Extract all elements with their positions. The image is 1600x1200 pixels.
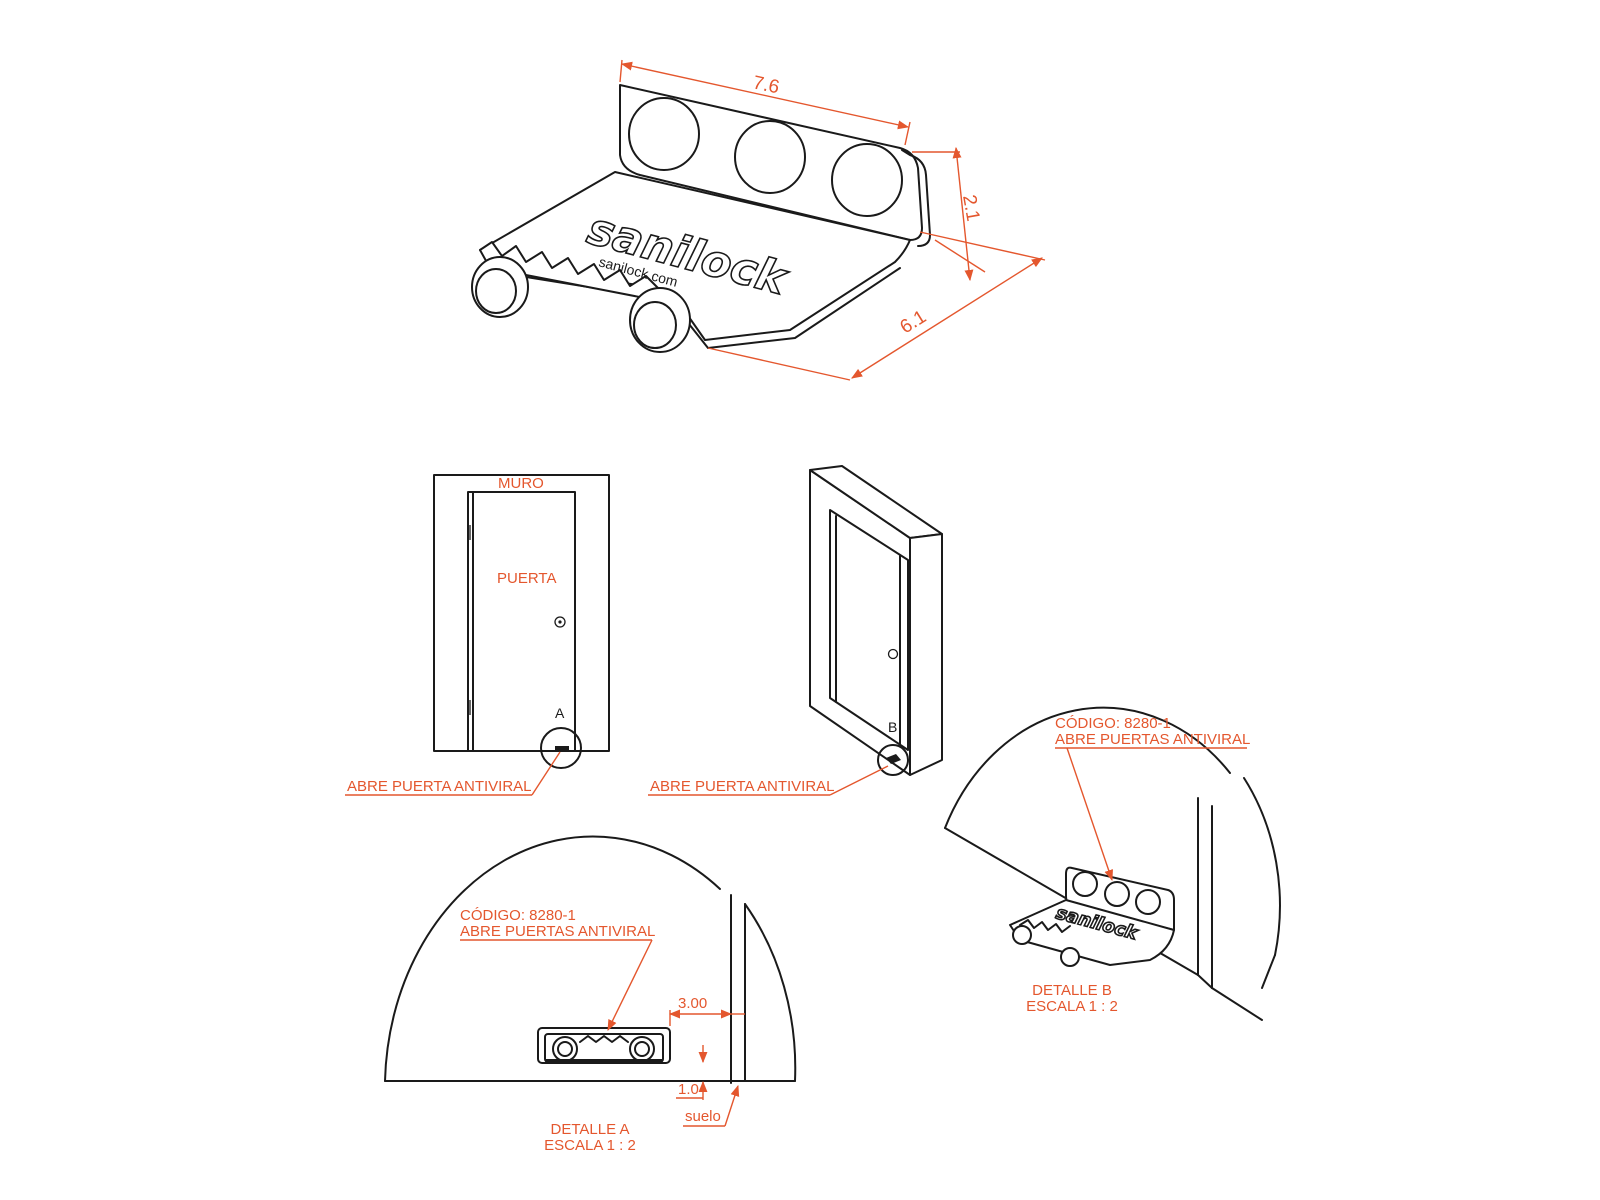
dimension-depth: 6.1 — [897, 306, 931, 338]
detail-a: CÓDIGO: 8280-1 ABRE PUERTAS ANTIVIRAL 3.… — [384, 835, 797, 1154]
product-pad-2 — [734, 120, 806, 194]
product-pad-1 — [628, 97, 700, 171]
dimension-line-length — [620, 61, 910, 130]
detail-a-gap-dimension: 3.00 — [678, 995, 707, 1012]
iso-view-callout: ABRE PUERTA ANTIVIRAL — [650, 778, 835, 795]
detail-a-product — [537, 1027, 671, 1064]
wall-frame — [433, 474, 610, 752]
detail-a-marker: A — [555, 705, 565, 721]
wall-label: MURO — [498, 475, 544, 492]
detail-b-circle — [877, 744, 909, 776]
door-handle-icon — [554, 616, 566, 628]
detail-a-floor-dimension: 1.0 — [678, 1081, 699, 1098]
detail-b-scale: ESCALA 1 : 2 — [1026, 998, 1118, 1015]
product-wheel-left — [475, 268, 517, 314]
detail-a-title: DETALLE A — [551, 1121, 630, 1138]
detail-b-title: DETALLE B — [1032, 982, 1112, 999]
door-front-view: MURO PUERTA A ABRE PUERTA ANTIVIRAL — [345, 474, 610, 796]
detail-b-product: sanilock — [1009, 866, 1175, 967]
detail-a-scale: ESCALA 1 : 2 — [544, 1137, 636, 1154]
door-panel-iso — [829, 509, 909, 751]
door-handle-iso-icon — [887, 648, 899, 660]
product-wheel-right — [633, 301, 677, 349]
detail-b: sanilock CÓDIGO: 8280-1 ABRE PUERTAS ANT… — [944, 706, 1281, 1021]
detail-a-code: CÓDIGO: 8280-1 — [460, 907, 576, 924]
detail-b-marker: B — [888, 719, 897, 735]
front-view-callout: ABRE PUERTA ANTIVIRAL — [347, 778, 532, 795]
door-label: PUERTA — [497, 570, 556, 587]
wall-block-side — [909, 533, 943, 776]
door-panel — [467, 491, 576, 752]
detail-b-outline — [944, 706, 1231, 829]
detail-a-floor-label: suelo — [685, 1108, 721, 1125]
detail-a-circle — [540, 727, 582, 769]
detail-b-code: CÓDIGO: 8280-1 — [1055, 715, 1171, 732]
detail-a-name: ABRE PUERTAS ANTIVIRAL — [460, 923, 655, 940]
dimension-height: 2.1 — [958, 193, 983, 223]
door-isometric-view: B ABRE PUERTA ANTIVIRAL — [648, 465, 943, 796]
dimension-line-depth — [851, 257, 1043, 379]
detail-b-name: ABRE PUERTAS ANTIVIRAL — [1055, 731, 1250, 748]
product-isometric-view: sanilock sanilock.com 7.6 2.1 6.1 — [471, 59, 1046, 381]
detail-a-outline — [384, 835, 797, 1082]
product-pad-3 — [831, 143, 903, 217]
dimension-length: 7.6 — [751, 72, 781, 98]
